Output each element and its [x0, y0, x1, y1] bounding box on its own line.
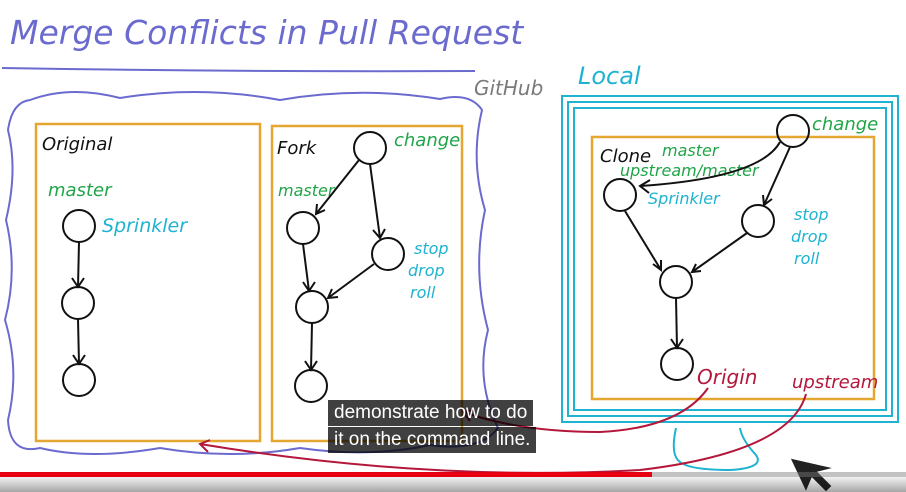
- video-progress-bar[interactable]: [0, 472, 906, 477]
- original-commit-2: [61, 286, 95, 320]
- clone-repo-label: Clone: [600, 146, 651, 167]
- clone-stop-label: stop: [794, 205, 829, 224]
- clone-arrow-master-merge: [624, 210, 662, 272]
- origin-remote-label: Origin: [697, 365, 757, 389]
- original-repo-box: [34, 122, 262, 443]
- fork-arrow-stop-merge: [326, 263, 375, 300]
- slide-title: Merge Conflicts in Pull Request: [10, 13, 524, 52]
- clone-commit-merge: [659, 265, 693, 299]
- clone-arrow-stop-merge: [690, 232, 748, 274]
- upstream-remote-label: upstream: [792, 372, 878, 393]
- monitor-stand: [672, 427, 759, 472]
- fork-commit-change: [353, 131, 387, 165]
- fork-arrow-master-merge: [302, 243, 316, 293]
- fork-drop-label: drop: [408, 261, 445, 280]
- fork-commit-base: [294, 369, 328, 403]
- clone-commit-master: [603, 178, 637, 212]
- original-repo-label: Original: [42, 134, 112, 155]
- clone-commit-base: [660, 347, 694, 381]
- clone-roll-label: roll: [794, 249, 820, 268]
- clone-upstream-master-label: upstream/master: [620, 161, 760, 180]
- cursor-icon: [789, 457, 835, 492]
- fork-commit-merge: [295, 290, 329, 324]
- clone-master-label: master: [662, 141, 720, 160]
- clone-repo-box: [590, 135, 876, 401]
- clone-commit-change: [776, 114, 810, 148]
- fork-stop-label: stop: [414, 239, 449, 258]
- clone-sprinkler-label: Sprinkler: [648, 189, 721, 208]
- local-label: Local: [578, 62, 641, 90]
- original-commit-label: Sprinkler: [102, 215, 188, 237]
- original-branch-label: master: [48, 180, 113, 201]
- fork-arrow-change-stop: [369, 163, 386, 240]
- clone-change-label: change: [812, 114, 878, 135]
- original-commit-3: [62, 363, 96, 397]
- local-frame-middle: [567, 101, 893, 417]
- fork-repo-label: Fork: [277, 138, 318, 159]
- clone-arrow-change-master: [638, 141, 781, 194]
- subtitle-line-2: it on the command line.: [328, 427, 537, 453]
- title-underline: [1, 67, 476, 73]
- fork-arrow-change-master: [314, 159, 360, 216]
- clone-drop-label: drop: [791, 227, 828, 246]
- local-frame-inner: [573, 107, 887, 411]
- fork-commit-stop: [371, 237, 405, 271]
- github-label: GitHub: [474, 76, 543, 100]
- clone-arrow-change-stop: [762, 146, 791, 207]
- video-progress-fill: [0, 472, 653, 477]
- fork-commit-master: [286, 211, 320, 245]
- fork-change-label: change: [394, 130, 460, 151]
- clone-commit-stop: [741, 204, 775, 238]
- subtitle-line-1: demonstrate how to do: [328, 400, 534, 426]
- fork-roll-label: roll: [410, 283, 436, 302]
- fork-branch-label: master: [278, 181, 336, 200]
- clone-arrow-merge-base: [670, 297, 684, 350]
- original-arrow-1: [71, 241, 85, 289]
- video-controls-bar: [0, 477, 906, 492]
- original-commit-1: [62, 209, 96, 243]
- original-arrow-2: [72, 318, 86, 366]
- local-frame-outer: [561, 95, 899, 423]
- fork-arrow-merge-base: [304, 322, 318, 372]
